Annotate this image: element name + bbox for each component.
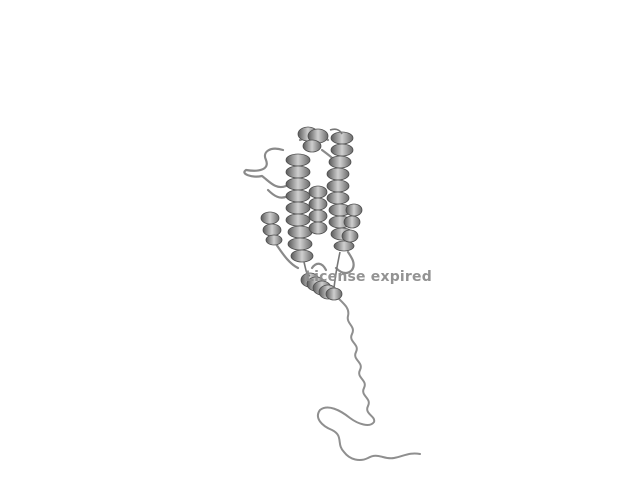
helix-a: [285, 153, 314, 263]
helix-g: [300, 272, 343, 301]
license-watermark: License expired: [305, 269, 432, 285]
helix-c: [297, 126, 329, 153]
helix-bundle: [260, 126, 363, 301]
helix-e: [308, 185, 328, 235]
disordered-tail: [316, 295, 421, 461]
helix-f: [341, 203, 363, 243]
helix-d: [260, 211, 283, 246]
connectors: [303, 128, 343, 289]
